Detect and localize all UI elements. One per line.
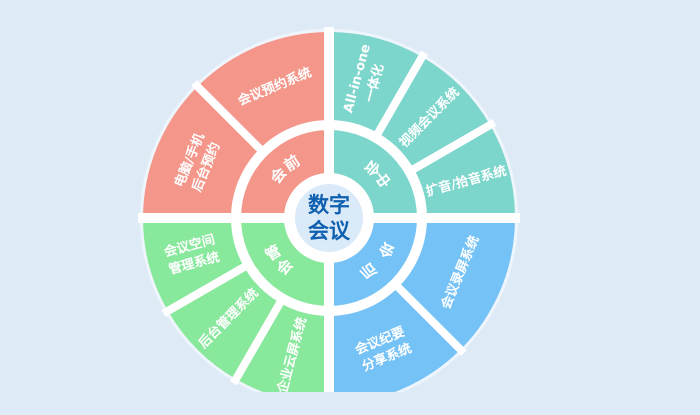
- inner-segment-manage: [241, 218, 329, 306]
- center-title-line2: 会议: [308, 219, 351, 243]
- outer-segment-manage: [143, 218, 245, 311]
- center-disc: [295, 184, 363, 252]
- spoke-divider: [391, 280, 467, 356]
- outer-segment-before: [197, 32, 329, 149]
- center-circle: 数字 会议: [295, 184, 363, 252]
- inner-segment-after: [329, 218, 417, 306]
- outer-segment-before: [143, 86, 260, 218]
- spoke-divider: [406, 119, 497, 176]
- outer-segment-after: [329, 287, 461, 392]
- spoke-divider: [371, 50, 428, 141]
- inner-segment-before: [241, 130, 329, 218]
- outer-segment-after: [398, 218, 515, 350]
- spoke-divider: [161, 260, 252, 317]
- center-title-line1: 数字: [308, 193, 350, 217]
- spoke-divider: [191, 80, 267, 156]
- outer-segment-during: [413, 125, 515, 218]
- inner-segment-during: [329, 130, 417, 218]
- outer-segment-manage: [236, 302, 329, 392]
- spoke-divider: [230, 295, 287, 386]
- outer-segment-during: [329, 32, 422, 134]
